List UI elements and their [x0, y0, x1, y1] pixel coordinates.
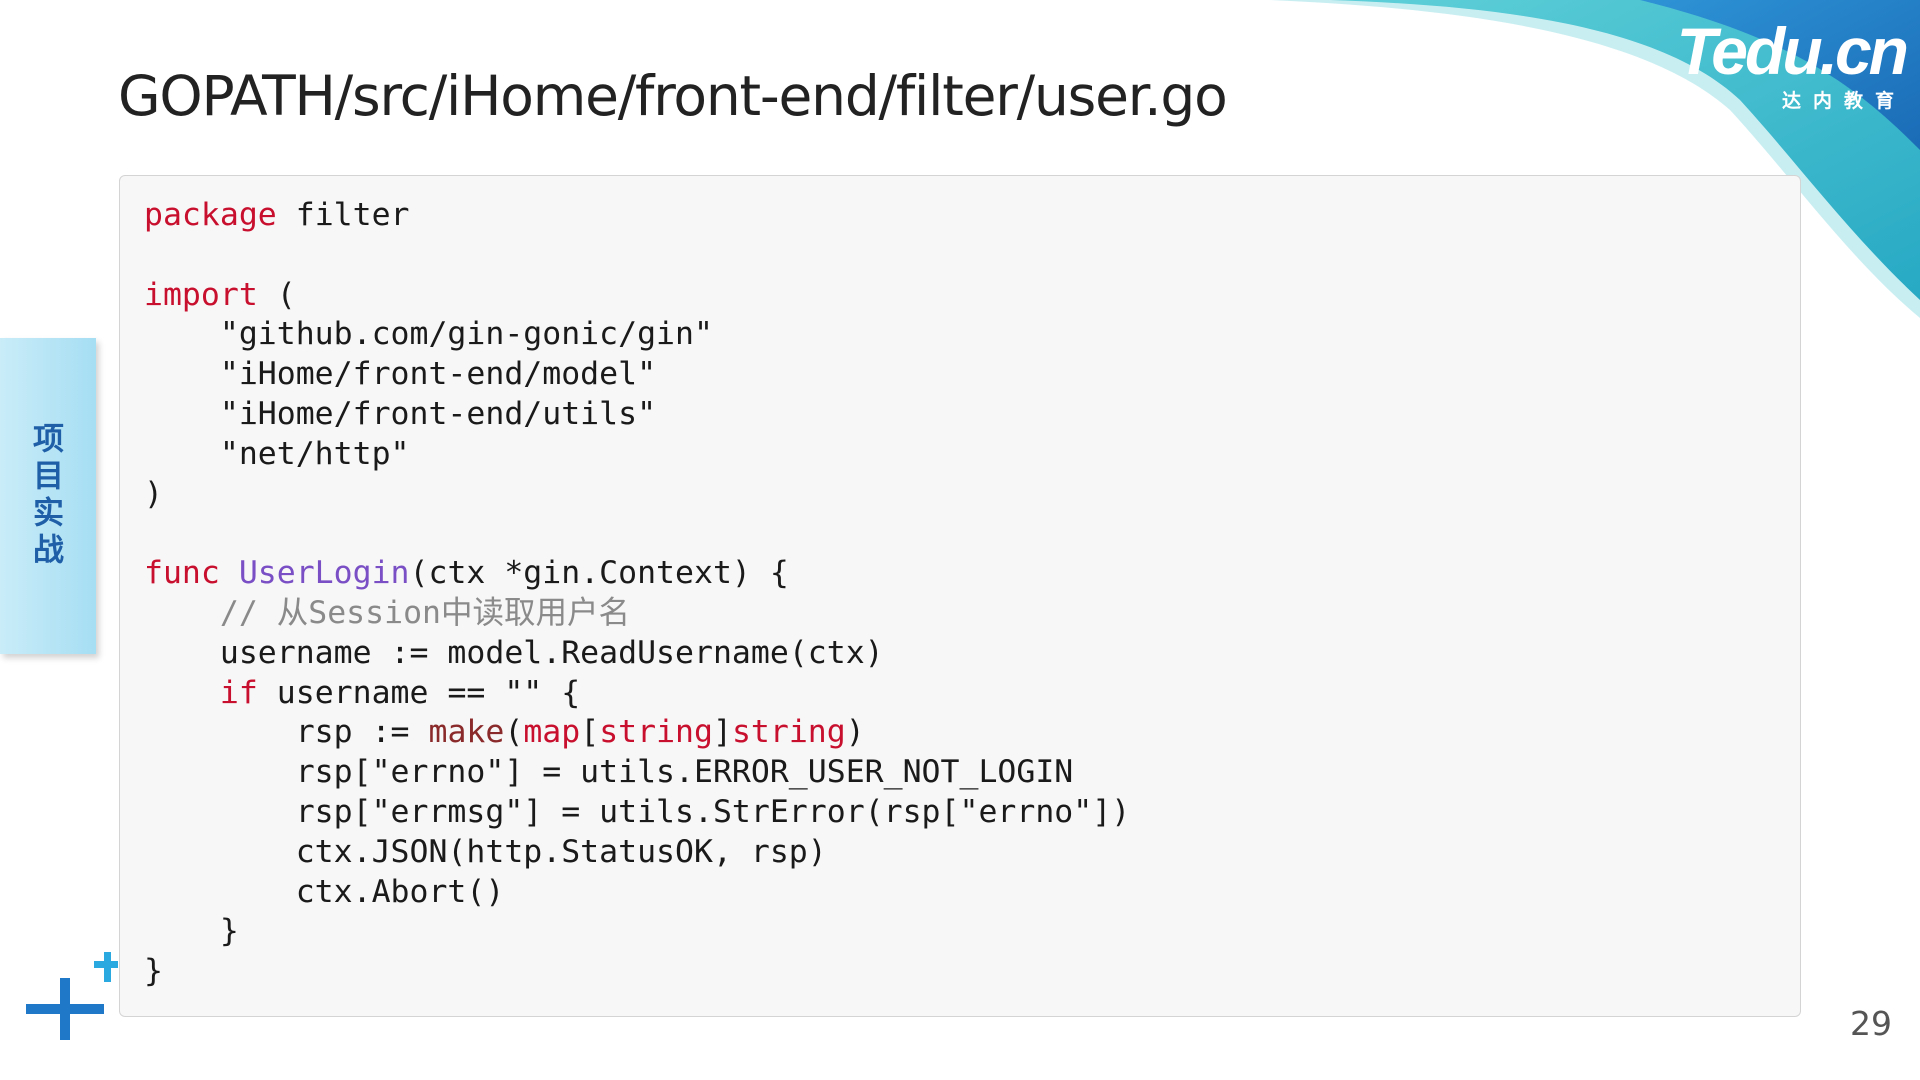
code-token: func: [144, 555, 220, 592]
code-token: import: [144, 276, 258, 313]
code-line: [144, 514, 1130, 554]
code-token: rsp["errmsg"] = utils.StrError(rsp["errn…: [144, 793, 1131, 830]
code-line: // 从Session中读取用户名: [144, 594, 1130, 634]
code-token: filter: [276, 197, 410, 233]
code-token: "iHome/front-end/model": [144, 356, 657, 393]
code-token: (: [257, 276, 296, 313]
code-line: ctx.Abort(): [144, 873, 1130, 913]
code-token: ctx.Abort(): [144, 873, 505, 910]
code-line: import (: [144, 276, 1130, 316]
code-token: username := model.ReadUsername(ctx): [144, 634, 884, 671]
code-comment: // 从Session中读取用户名: [219, 594, 631, 631]
code-token: }: [144, 913, 239, 950]
code-line: [144, 236, 1130, 276]
code-token: UserLogin: [238, 555, 410, 592]
code-token: map: [523, 714, 581, 751]
code-token: (: [504, 714, 524, 751]
code-line: package filter: [144, 196, 1130, 236]
section-tab-label: 项目实战: [27, 422, 63, 570]
code-token: rsp["errno"] = utils.ERROR_USER_NOT_LOGI…: [144, 754, 1074, 791]
code-token: "net/http": [144, 435, 410, 472]
code-token: ): [144, 475, 163, 512]
code-line: rsp["errno"] = utils.ERROR_USER_NOT_LOGI…: [144, 753, 1130, 793]
code-token: string: [599, 714, 713, 751]
code-token: ctx.JSON(http.StatusOK, rsp): [144, 833, 827, 870]
code-token: [: [580, 714, 600, 751]
code-token: rsp :=: [144, 714, 429, 751]
section-tab: 项目实战: [0, 338, 96, 654]
code-line: ctx.JSON(http.StatusOK, rsp): [144, 833, 1130, 873]
code-line: "iHome/front-end/utils": [144, 395, 1130, 435]
code-token: "iHome/front-end/utils": [144, 395, 657, 432]
code-token: (ctx *gin.Context) {: [409, 555, 789, 592]
code-line: username := model.ReadUsername(ctx): [144, 634, 1130, 674]
code-line: func UserLogin(ctx *gin.Context) {: [144, 554, 1130, 594]
code-token: ): [845, 714, 865, 751]
code-line: "net/http": [144, 435, 1130, 475]
page-number: 29: [1850, 1004, 1892, 1043]
code-listing: package filter import ( "github.com/gin-…: [144, 196, 1130, 992]
code-line: }: [144, 912, 1130, 952]
code-token: "github.com/gin-gonic/gin": [144, 316, 713, 353]
code-token: username == "" {: [257, 674, 581, 711]
code-line: if username == "" {: [144, 674, 1130, 714]
code-token: [220, 555, 239, 591]
code-token: }: [144, 953, 163, 990]
brand-subtitle: 达内教育: [1781, 90, 1906, 112]
code-token: package: [144, 197, 277, 233]
page-title: GOPATH/src/iHome/front-end/filter/user.g…: [118, 64, 1228, 128]
plus-icon: [26, 978, 104, 1040]
code-line: rsp["errmsg"] = utils.StrError(rsp["errn…: [144, 793, 1130, 833]
code-line: ): [144, 475, 1130, 515]
code-token: make: [428, 714, 505, 751]
code-token: string: [731, 714, 846, 751]
brand-name: Tedu.cn: [1676, 14, 1909, 88]
code-token: ]: [712, 714, 732, 751]
code-line: "iHome/front-end/model": [144, 355, 1130, 395]
code-token: [144, 595, 220, 631]
small-plus-icon: [94, 952, 118, 982]
code-block: package filter import ( "github.com/gin-…: [119, 175, 1801, 1017]
code-line: "github.com/gin-gonic/gin": [144, 315, 1130, 355]
code-token: [144, 675, 220, 711]
code-token: if: [219, 674, 258, 711]
code-line: }: [144, 952, 1130, 992]
brand-logo: Tedu.cn 达内教育: [1616, 14, 1909, 113]
code-line: rsp := make(map[string]string): [144, 713, 1130, 753]
